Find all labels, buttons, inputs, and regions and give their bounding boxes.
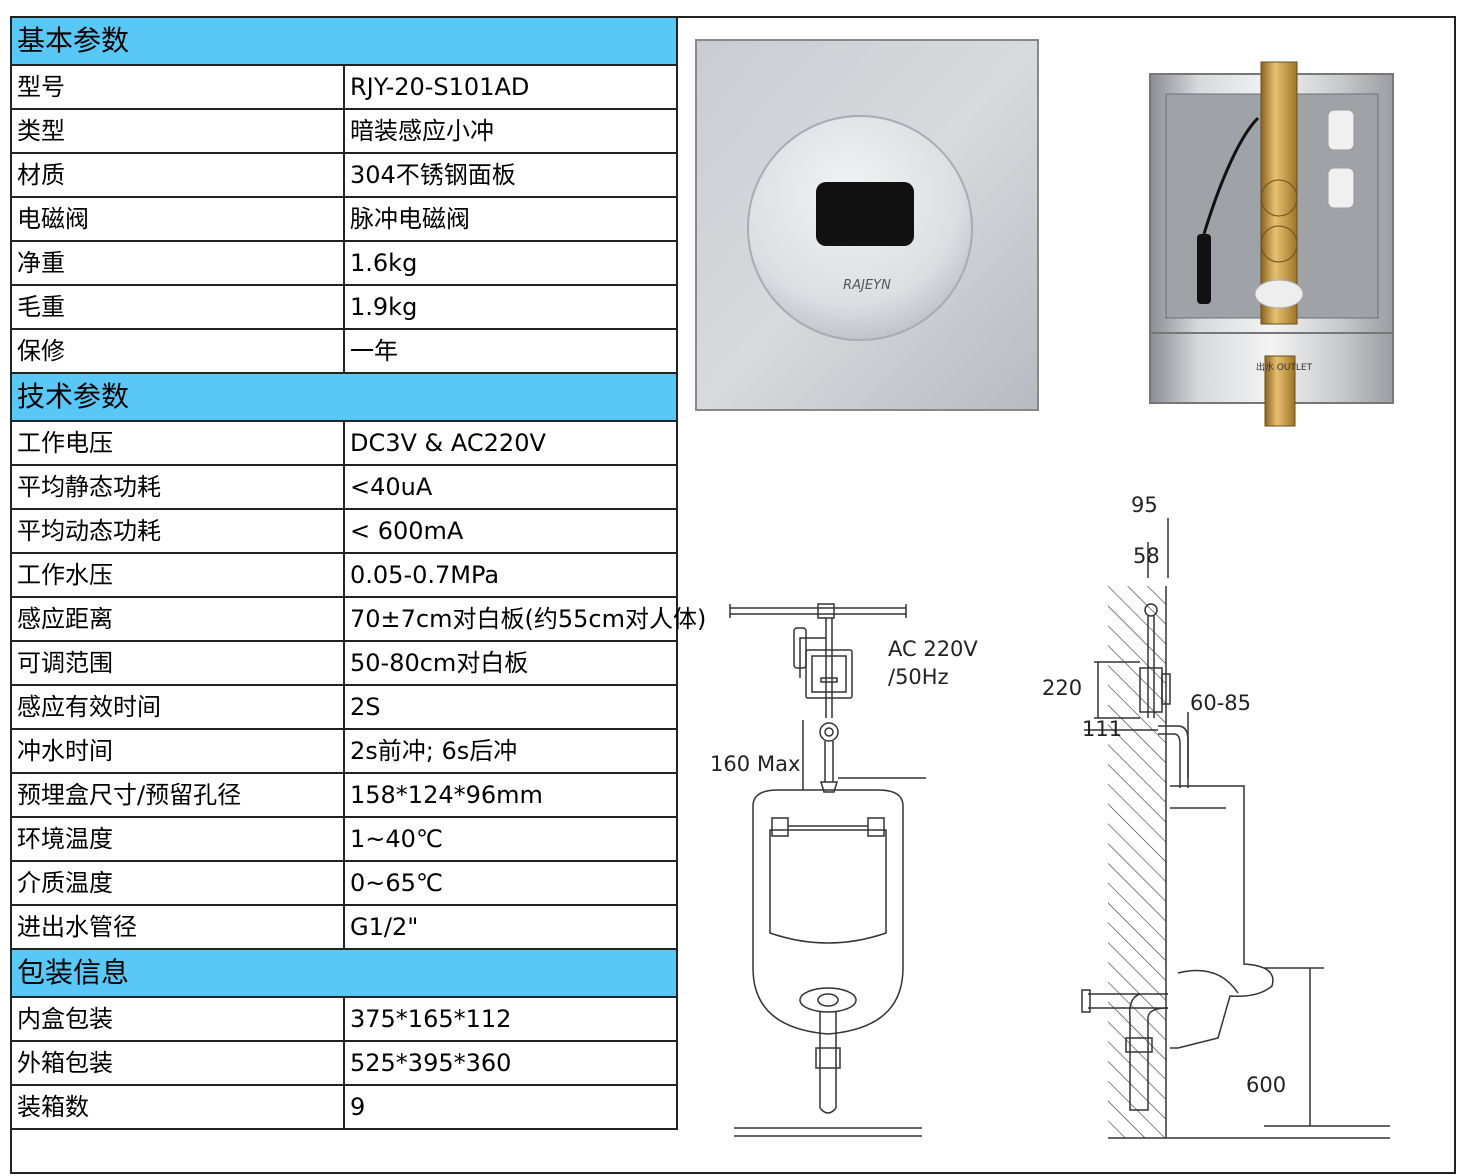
row-label: 净重	[10, 240, 345, 286]
front-installation-diagram	[729, 603, 926, 1137]
side-installation-diagram	[1081, 518, 1390, 1139]
row-label: 可调范围	[10, 640, 345, 686]
dim-60-85-label: 60-85	[1190, 691, 1251, 715]
row-label: 感应有效时间	[10, 684, 345, 730]
row-label: 毛重	[10, 284, 345, 330]
table-row: 保修一年	[10, 328, 678, 374]
row-value: RJY-20-S101AD	[343, 64, 678, 110]
row-label: 装箱数	[10, 1084, 345, 1130]
row-value: 1.9kg	[343, 284, 678, 330]
section-header-technical: 技术参数	[10, 372, 678, 422]
max-suffix-label: Max	[757, 752, 800, 776]
row-value: DC3V & AC220V	[343, 420, 678, 466]
row-label: 介质温度	[10, 860, 345, 906]
row-label: 类型	[10, 108, 345, 154]
dim-600-label: 600	[1246, 1073, 1286, 1097]
power-label-line2: /50Hz	[888, 665, 949, 689]
row-label: 冲水时间	[10, 728, 345, 774]
sensor-window	[816, 182, 914, 246]
row-value: 2s前冲; 6s后冲	[343, 728, 678, 774]
row-value: 脉冲电磁阀	[343, 196, 678, 242]
max-height-label: 160	[710, 752, 750, 776]
row-value: 一年	[343, 328, 678, 374]
row-label: 环境温度	[10, 816, 345, 862]
embedded-box-photo: 出水 OUTLET	[1149, 61, 1394, 427]
row-value: 9	[343, 1084, 678, 1130]
row-value: 1.6kg	[343, 240, 678, 286]
power-label-line1: AC 220V	[888, 637, 978, 661]
row-value: 0.05-0.7MPa	[343, 552, 678, 598]
row-label: 平均动态功耗	[10, 508, 345, 554]
row-label: 平均静态功耗	[10, 464, 345, 510]
row-value: 158*124*96mm	[343, 772, 678, 818]
dim-95-label: 95	[1131, 493, 1158, 517]
section-title: 包装信息	[10, 948, 678, 998]
row-label: 预埋盒尺寸/预留孔径	[10, 772, 345, 818]
outlet-label: 出水 OUTLET	[1256, 361, 1313, 373]
row-label: 工作电压	[10, 420, 345, 466]
row-label: 工作水压	[10, 552, 345, 598]
table-row: 类型暗装感应小冲	[10, 108, 678, 154]
dim-58-label: 58	[1133, 544, 1160, 568]
row-label: 外箱包装	[10, 1040, 345, 1086]
row-label: 电磁阀	[10, 196, 345, 242]
brand-logo: RAJEYN	[843, 278, 891, 293]
row-value: 2S	[343, 684, 678, 730]
row-value: 304不锈钢面板	[343, 152, 678, 198]
section-title: 技术参数	[10, 372, 678, 422]
row-value: 0~65℃	[343, 860, 678, 906]
section-header-basic: 基本参数	[10, 16, 678, 66]
row-value: 1~40℃	[343, 816, 678, 862]
row-label: 内盒包装	[10, 996, 345, 1042]
dim-220-label: 220	[1042, 676, 1082, 700]
row-value: < 600mA	[343, 508, 678, 554]
table-row: 电磁阀脉冲电磁阀	[10, 196, 678, 242]
product-images-and-diagrams: RAJEYN 出水 OUTLET	[695, 39, 1394, 1139]
row-label: 进出水管径	[10, 904, 345, 950]
sensor-panel-photo: RAJEYN	[695, 39, 1039, 411]
row-value: <40uA	[343, 464, 678, 510]
row-value: 525*395*360	[343, 1040, 678, 1086]
row-value: 50-80cm对白板	[343, 640, 678, 686]
table-row: 平均动态功耗 < 600mA	[10, 508, 678, 554]
table-row: 平均静态功耗<40uA	[10, 464, 678, 510]
section-header-packaging: 包装信息	[10, 948, 678, 998]
row-label: 材质	[10, 152, 345, 198]
section-title: 基本参数	[10, 16, 678, 66]
row-label: 型号	[10, 64, 345, 110]
row-value: 70±7cm对白板(约55cm对人体)	[343, 596, 706, 642]
row-value: 375*165*112	[343, 996, 678, 1042]
row-label: 保修	[10, 328, 345, 374]
dim-111-label: 111	[1082, 717, 1122, 741]
row-value: G1/2"	[343, 904, 678, 950]
row-label: 感应距离	[10, 596, 345, 642]
row-value: 暗装感应小冲	[343, 108, 678, 154]
